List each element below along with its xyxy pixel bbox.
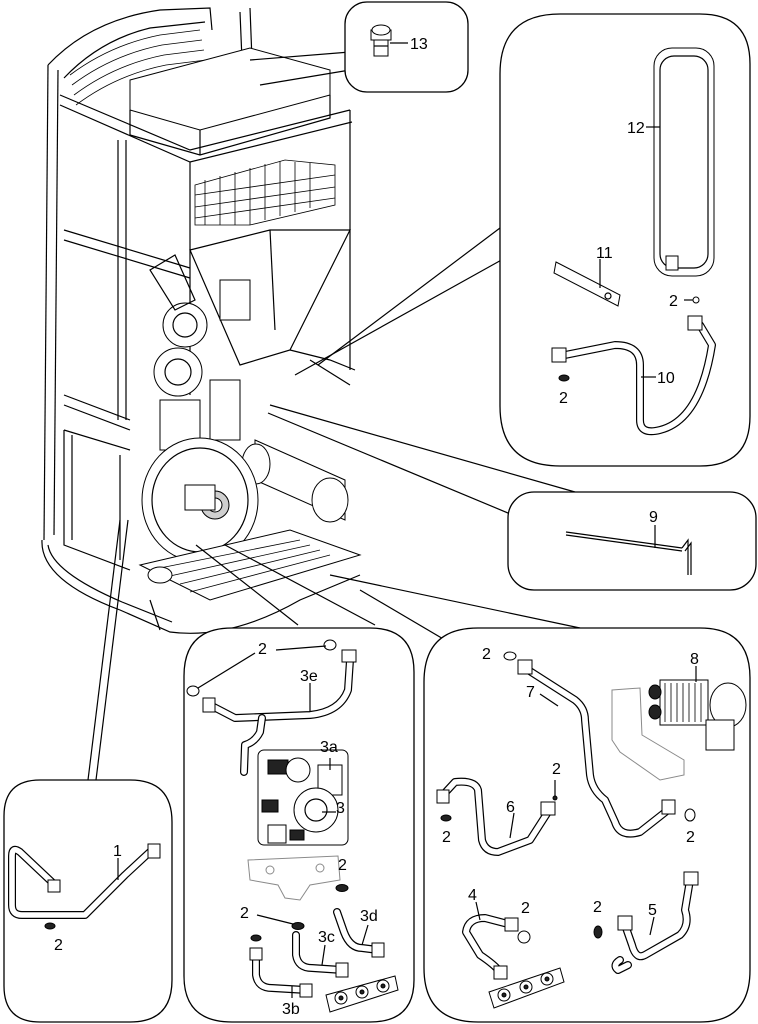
label-2-washer-f: 2 [442, 829, 451, 846]
bracket-icon [553, 261, 621, 307]
ash-tray [138, 529, 362, 601]
fan-motor [241, 439, 349, 523]
panel-parts-10-12: 12 11 2 10 2 [499, 13, 751, 467]
label-2-washer-h: 2 [521, 900, 530, 917]
label-6: 6 [506, 799, 515, 816]
label-2-washer-d: 2 [240, 905, 249, 922]
pipe-1-icon [8, 843, 161, 919]
label-11: 11 [596, 245, 613, 262]
top-grille [69, 29, 207, 106]
pipe-3c-icon [292, 931, 349, 978]
label-12: 12 [627, 120, 645, 137]
expansion-vessel-icon [653, 47, 715, 277]
panel-part-13: 13 [344, 1, 469, 93]
label-13: 13 [410, 36, 428, 53]
label-2-screw-b: 2 [552, 761, 561, 778]
label-2-washer-i: 2 [593, 899, 602, 916]
panel-part-1: 1 2 [3, 779, 173, 1023]
label-3b: 3b [282, 1001, 300, 1018]
pipe-7-icon [517, 659, 676, 838]
grate-grid [194, 159, 336, 226]
burner-housing [141, 437, 259, 563]
pipe-6-icon [436, 777, 556, 856]
feed-mechanism [149, 254, 251, 451]
vent-valve-icon [370, 24, 392, 57]
rod-icon [565, 531, 692, 575]
label-3d: 3d [360, 908, 378, 925]
valve-rail-icon [325, 975, 399, 1013]
label-2-washer-c: 2 [338, 857, 347, 874]
label-2-orings: 2 [258, 641, 267, 658]
panel-parts-3: 2 3e 3a 3 [183, 627, 415, 1023]
flexible-hose-icon [551, 315, 716, 436]
hydraulic-unit-icon [257, 749, 349, 846]
label-4: 4 [468, 887, 477, 904]
label-2-washer-b: 2 [54, 937, 63, 954]
pipe-4-icon [462, 914, 519, 980]
boiler-assembly [41, 7, 362, 634]
label-3c: 3c [318, 929, 335, 946]
label-7: 7 [526, 684, 535, 701]
valve-rail-2-icon [488, 967, 565, 1009]
label-3a: 3a [320, 739, 338, 756]
panel-part-9: 9 [507, 491, 757, 591]
label-2-washer-a: 2 [559, 390, 568, 407]
label-1: 1 [113, 843, 122, 860]
label-3: 3 [336, 800, 345, 817]
panel-parts-4-8: 2 7 8 2 [423, 627, 751, 1023]
label-3e: 3e [300, 668, 318, 685]
label-2-screw: 2 [669, 293, 678, 310]
pipe-3d-icon [333, 908, 385, 958]
label-8: 8 [690, 651, 699, 668]
leader-lines [87, 51, 581, 781]
plate-heat-exchanger-icon [611, 679, 747, 781]
pipe-3b-icon [249, 947, 313, 998]
pipe-3e-icon [202, 649, 357, 776]
label-5: 5 [648, 902, 657, 919]
pipe-5-icon [611, 871, 699, 974]
label-10: 10 [657, 370, 675, 387]
label-9: 9 [649, 509, 658, 526]
label-2-washer-e: 2 [482, 646, 491, 663]
label-2-washer-g: 2 [686, 829, 695, 846]
